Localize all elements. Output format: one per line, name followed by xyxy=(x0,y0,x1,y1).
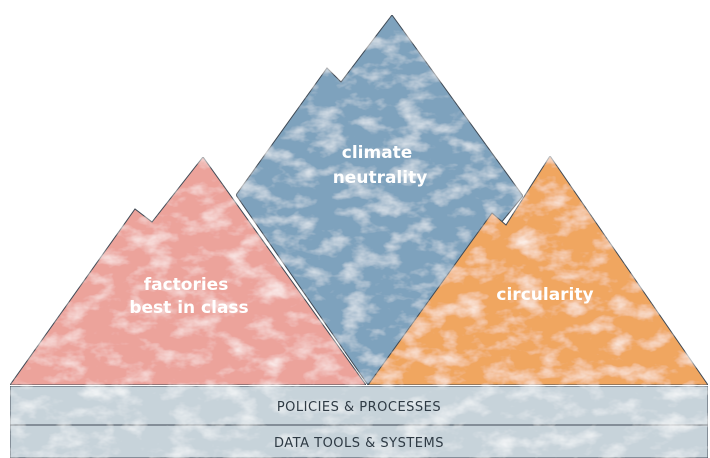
peak-circularity-shape xyxy=(367,155,709,386)
band-policies-label: POLICIES & PROCESSES xyxy=(277,400,441,415)
peak-climate-label: climate neutrality xyxy=(333,143,428,188)
band-policies-rect xyxy=(9,385,709,426)
peak-circularity: circularity xyxy=(367,155,709,386)
peak-climate-label-line-1: climate xyxy=(342,143,413,163)
peak-factories-shape xyxy=(9,156,367,386)
band-policies-processes: POLICIES & PROCESSES xyxy=(9,385,709,426)
peak-factories-label-line-2: best in class xyxy=(129,298,248,318)
peak-factories-label-line-1: factories xyxy=(144,275,229,295)
band-data-tools-systems: DATA TOOLS & SYSTEMS xyxy=(9,424,709,458)
peak-circularity-label: circularity xyxy=(496,285,593,305)
band-data-label: DATA TOOLS & SYSTEMS xyxy=(274,436,444,451)
peak-factories-best-in-class: factories best in class xyxy=(9,156,367,386)
band-data-rect xyxy=(9,424,709,458)
peak-factories-label: factories best in class xyxy=(129,275,248,318)
peak-circularity-label-line-1: circularity xyxy=(496,285,593,305)
peak-climate-label-line-2: neutrality xyxy=(333,168,428,188)
